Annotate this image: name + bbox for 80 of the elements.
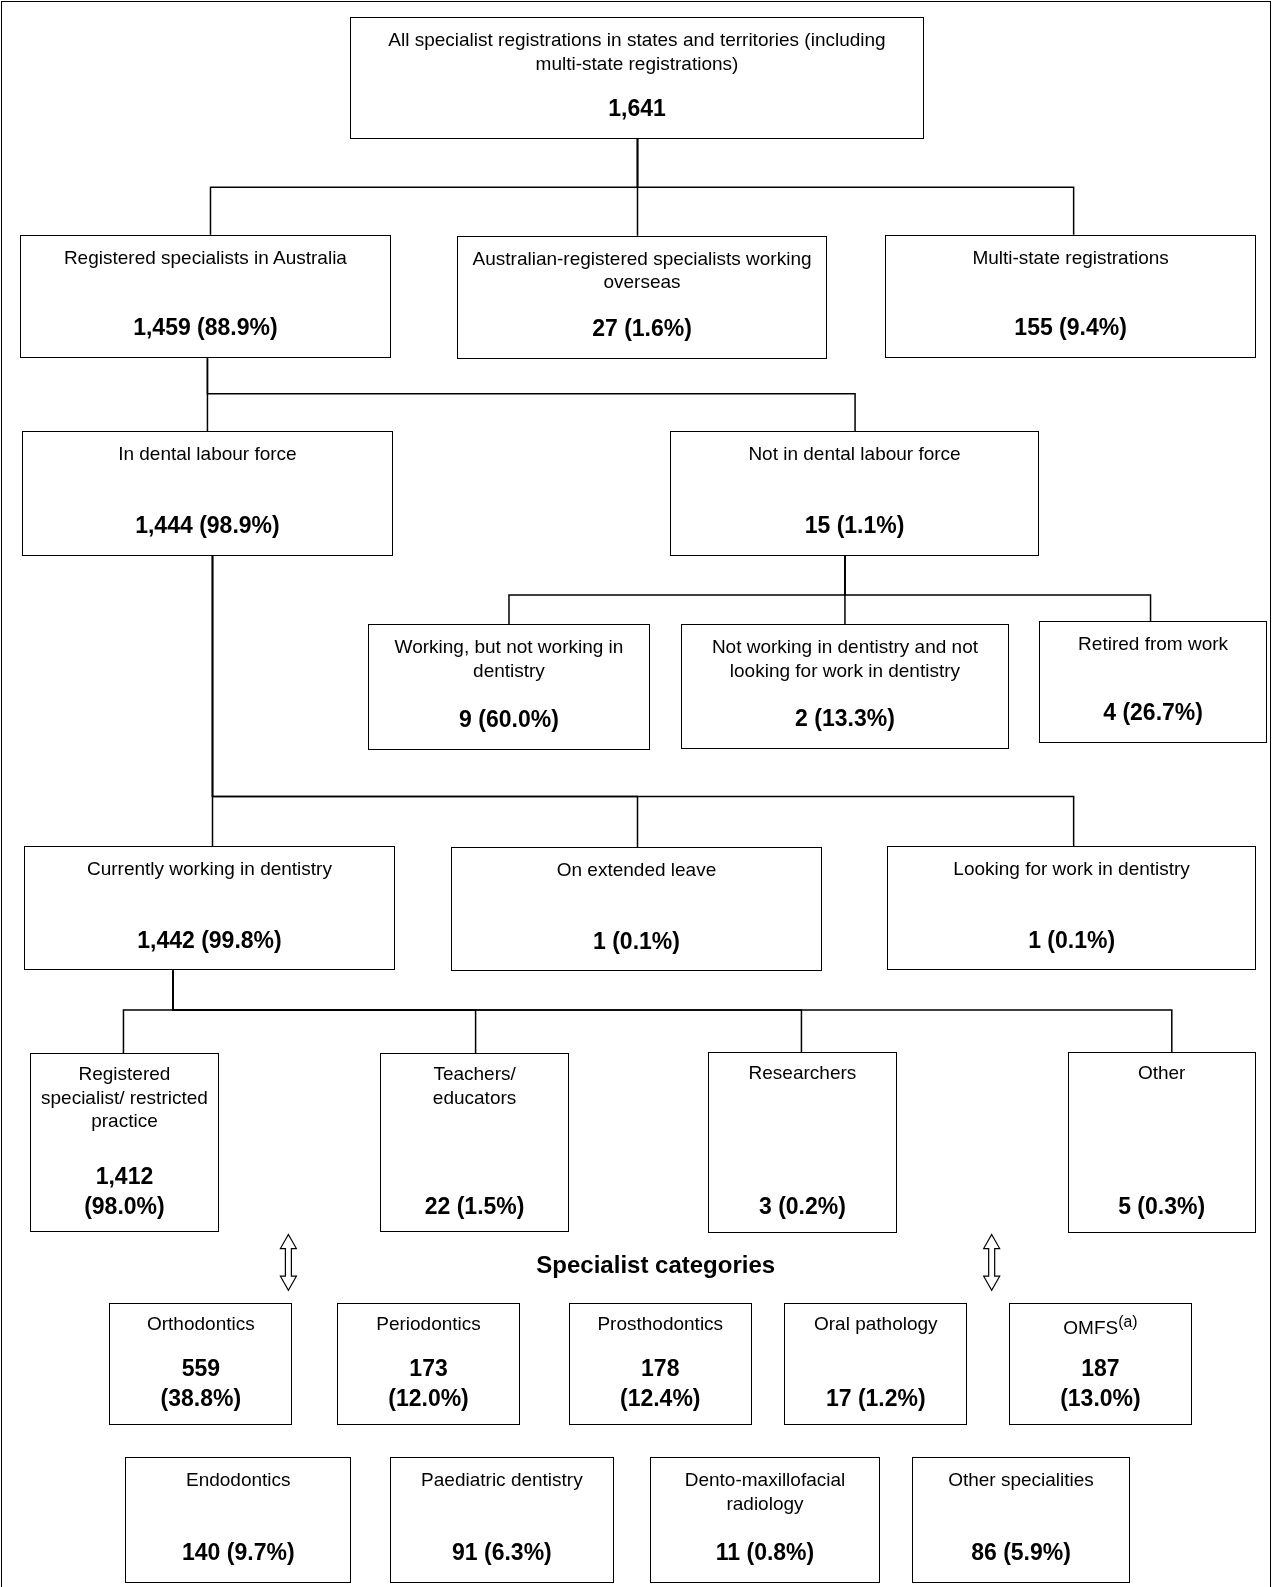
count-value: 1 (0.1%) bbox=[593, 926, 680, 956]
box-heading: All specialist registrations in states and territories (including multi-state registrations) bbox=[387, 28, 887, 75]
count-value: 173 (12.0%) bbox=[387, 1354, 470, 1413]
connector-line bbox=[636, 137, 1075, 236]
count-value: 91 (6.3%) bbox=[452, 1537, 552, 1567]
count-value: 1,412 (98.0%) bbox=[83, 1161, 166, 1221]
box-heading: Teachers/ educators bbox=[431, 1062, 518, 1110]
box-heading: Multi-state registrations bbox=[972, 245, 1169, 270]
box-heading: Periodontics bbox=[376, 1312, 481, 1336]
box-heading: On extended leave bbox=[556, 857, 717, 882]
category-box bbox=[350, 17, 924, 139]
count-value: 86 (5.9%) bbox=[971, 1537, 1071, 1567]
count-value: 187 (13.0%) bbox=[1059, 1354, 1142, 1413]
connector-line bbox=[211, 554, 1075, 847]
box-heading: Dento-maxillofacial radiology bbox=[683, 1468, 847, 1515]
box-heading: In dental labour force bbox=[118, 442, 297, 466]
category-box bbox=[380, 1053, 569, 1233]
connector-line bbox=[844, 554, 1152, 623]
category-box bbox=[368, 624, 650, 750]
box-heading: Retired from work bbox=[1078, 632, 1229, 656]
connector-line bbox=[206, 357, 856, 432]
box-heading: Prosthodontics bbox=[597, 1312, 724, 1336]
box-heading: Orthodontics bbox=[147, 1312, 255, 1336]
category-box bbox=[1039, 621, 1267, 743]
box-heading: Currently working in dentistry bbox=[86, 856, 332, 881]
count-value: 155 (9.4%) bbox=[1014, 313, 1127, 343]
category-box bbox=[669, 431, 1040, 556]
category-box bbox=[336, 1303, 521, 1425]
count-value: 1,442 (99.8%) bbox=[137, 925, 282, 955]
category-box bbox=[911, 1457, 1131, 1583]
count-value: 4 (26.7%) bbox=[1103, 697, 1203, 727]
count-value: 140 (9.7%) bbox=[182, 1537, 295, 1567]
count-value: 178 (12.4%) bbox=[619, 1354, 702, 1413]
box-heading: Australian-registered specialists working overseas bbox=[472, 246, 812, 294]
count-value: 9 (60.0%) bbox=[459, 704, 559, 734]
box-heading: Registered specialists in Australia bbox=[63, 245, 347, 270]
category-box bbox=[451, 846, 822, 972]
count-value: 3 (0.2%) bbox=[758, 1191, 846, 1221]
box-heading: Looking for work in dentistry bbox=[953, 856, 1190, 881]
category-box bbox=[784, 1303, 968, 1425]
count-value: 15 (1.1%) bbox=[804, 510, 905, 540]
category-box bbox=[708, 1052, 897, 1233]
category-box bbox=[22, 431, 393, 556]
box-heading: Registered specialist/ restricted practice bbox=[40, 1062, 209, 1133]
box-heading: Other bbox=[1137, 1061, 1186, 1085]
box-heading: Not working in dentistry and not looking for work in dentistry bbox=[710, 635, 979, 683]
category-box bbox=[20, 234, 391, 359]
category-box bbox=[24, 845, 395, 971]
box-heading: Not in dental labour force bbox=[748, 442, 961, 466]
category-box bbox=[109, 1303, 293, 1425]
category-box bbox=[30, 1053, 219, 1233]
category-box bbox=[885, 234, 1256, 359]
category-box bbox=[125, 1457, 352, 1583]
category-box bbox=[649, 1457, 881, 1583]
count-value: 22 (1.5%) bbox=[424, 1191, 525, 1221]
category-box bbox=[681, 624, 1009, 749]
box-heading: Other specialities bbox=[948, 1468, 1094, 1492]
section-title: Specialist categories bbox=[536, 1250, 776, 1279]
count-value: 1,641 bbox=[608, 93, 666, 123]
box-heading: Endodontics bbox=[186, 1468, 291, 1492]
count-value: 2 (13.3%) bbox=[795, 703, 895, 733]
count-value: 559 (38.8%) bbox=[159, 1354, 243, 1413]
box-heading: Oral pathology bbox=[814, 1312, 938, 1336]
box-heading: Working, but not working in dentistry bbox=[393, 635, 625, 683]
count-value: 1,444 (98.9%) bbox=[135, 510, 280, 540]
count-value: 1 (0.1%) bbox=[1028, 925, 1116, 955]
box-heading: OMFS$^{(a)}$ bbox=[1063, 1312, 1138, 1341]
count-value: 11 (0.8%) bbox=[715, 1537, 815, 1567]
box-heading: Paediatric dentistry bbox=[421, 1468, 583, 1492]
category-box bbox=[568, 1303, 752, 1425]
count-value: 5 (0.3%) bbox=[1118, 1191, 1206, 1221]
category-box bbox=[1008, 1303, 1193, 1425]
category-box bbox=[1067, 1052, 1256, 1233]
category-box bbox=[457, 235, 827, 360]
count-value: 27 (1.6%) bbox=[592, 314, 692, 344]
category-box bbox=[389, 1457, 615, 1583]
count-value: 17 (1.2%) bbox=[825, 1383, 926, 1413]
count-value: 1,459 (88.9%) bbox=[133, 313, 278, 343]
category-box bbox=[887, 845, 1256, 971]
box-heading: Researchers bbox=[748, 1061, 857, 1085]
